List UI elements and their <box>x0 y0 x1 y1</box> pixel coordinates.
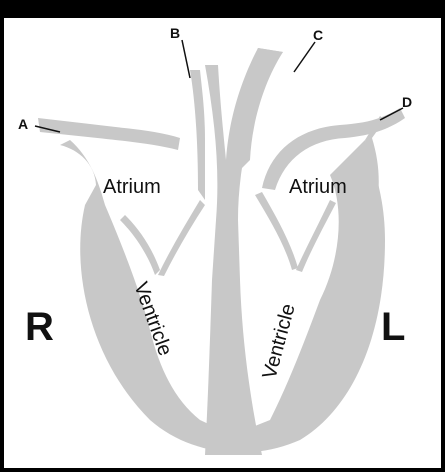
right-atrium-label: Atrium <box>103 176 161 198</box>
right-side-label: R <box>25 305 54 349</box>
label-d: D <box>402 94 412 110</box>
left-atrium-label: Atrium <box>289 176 347 198</box>
left-side-label: L <box>381 305 405 349</box>
label-a: A <box>18 116 28 132</box>
label-c: C <box>313 27 323 43</box>
label-b: B <box>170 25 180 41</box>
